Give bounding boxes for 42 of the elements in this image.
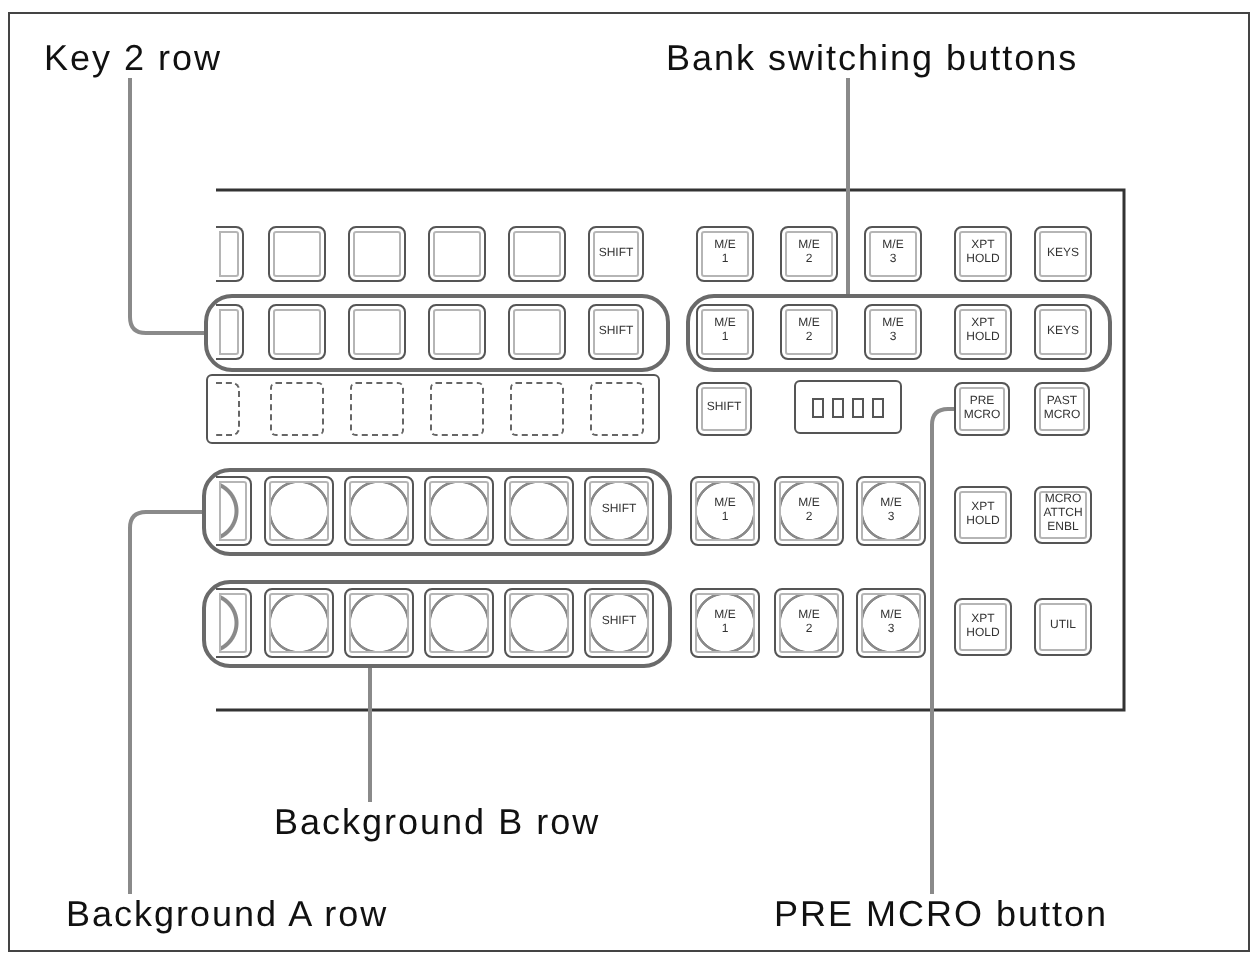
panel-button xyxy=(216,226,244,282)
leader-line xyxy=(930,407,954,894)
button-group-outline xyxy=(686,294,1112,372)
button-row-outline xyxy=(202,468,672,556)
round-button xyxy=(216,588,252,658)
dashed-button-outline xyxy=(430,382,484,436)
panel-button xyxy=(268,304,326,360)
callout-label: Bank switching buttons xyxy=(666,38,1079,78)
round-button xyxy=(216,476,252,546)
dashed-button-outline xyxy=(590,382,644,436)
panel-button xyxy=(348,226,406,282)
round-button xyxy=(424,588,494,658)
button-row-outline xyxy=(202,580,672,668)
leader-line xyxy=(128,78,204,335)
callout-label: Key 2 row xyxy=(44,38,223,78)
panel-button xyxy=(428,226,486,282)
leader-line xyxy=(846,78,850,294)
round-button xyxy=(504,588,574,658)
row-outline xyxy=(206,374,660,444)
dashed-button-outline xyxy=(510,382,564,436)
round-button xyxy=(504,476,574,546)
dashed-button-outline xyxy=(270,382,324,436)
display-window xyxy=(794,380,902,434)
round-button xyxy=(344,588,414,658)
round-button xyxy=(264,588,334,658)
panel-button xyxy=(508,304,566,360)
panel-button xyxy=(508,226,566,282)
round-button xyxy=(424,476,494,546)
callout-label: Background A row xyxy=(66,894,389,934)
panel-button xyxy=(428,304,486,360)
callout-label: PRE MCRO button xyxy=(774,894,1109,934)
button-row-outline xyxy=(204,294,670,372)
panel-button xyxy=(216,304,244,360)
callout-label: Background B row xyxy=(274,802,601,842)
leader-line xyxy=(128,510,202,894)
panel-button xyxy=(348,304,406,360)
dashed-button-outline xyxy=(216,382,240,436)
round-button xyxy=(264,476,334,546)
leader-line xyxy=(368,668,372,802)
panel-button xyxy=(268,226,326,282)
dashed-button-outline xyxy=(350,382,404,436)
round-button xyxy=(344,476,414,546)
